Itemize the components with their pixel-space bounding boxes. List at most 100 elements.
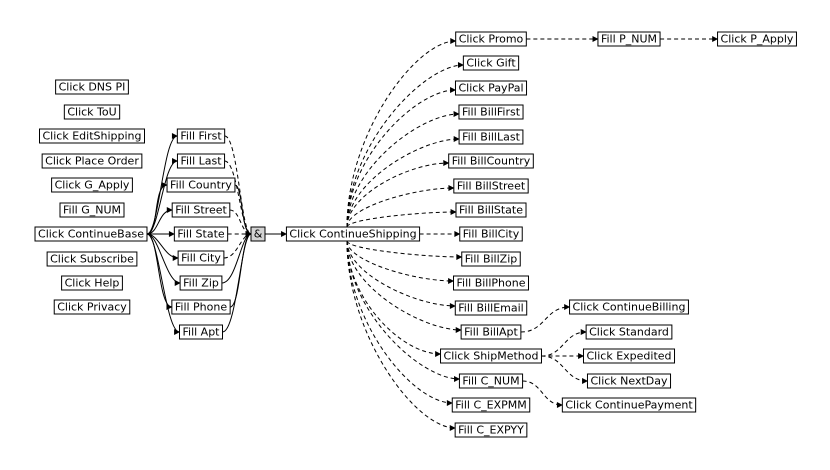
node-box [39, 128, 145, 144]
edge-path [346, 240, 456, 309]
edge-first-to-join [224, 135, 252, 237]
node-label: Fill Country [170, 179, 232, 192]
node-label: Fill BillEmail [458, 302, 523, 315]
node-box [177, 250, 225, 266]
node-cNum: Fill C_NUM [458, 373, 524, 389]
node-label: Fill State [177, 228, 225, 241]
node-label: Click ContinueBilling [573, 301, 686, 314]
edge-path [346, 111, 460, 228]
node-label: Click Expedited [586, 350, 671, 363]
node-label: Click P_Apply [721, 33, 794, 46]
edge-path [520, 304, 571, 333]
edge-cNum-to-contPayment [522, 380, 563, 408]
node-contShip: Click ContinueShipping [285, 226, 421, 242]
node-box [459, 226, 523, 242]
edge-contBase-to-country [146, 182, 168, 235]
edge-path [346, 209, 457, 228]
node-standard: Click Standard [585, 324, 673, 340]
edge-path [346, 38, 457, 228]
edge-path [346, 160, 450, 228]
node-privacy: Click Privacy [53, 299, 131, 315]
node-box [176, 128, 226, 144]
node-street: Fill Street [171, 202, 231, 218]
node-box [34, 226, 148, 242]
edge-billApt-to-contBilling [520, 304, 571, 333]
edge-path [522, 380, 563, 408]
edge-contShip-to-paypal [346, 87, 457, 228]
node-box [454, 300, 528, 316]
node-box [561, 397, 697, 413]
edge-contBase-to-street [146, 207, 173, 235]
node-dns: Click DNS PI [55, 79, 129, 95]
node-first: Fill First [176, 128, 226, 144]
node-contPayment: Click ContinuePayment [561, 397, 697, 413]
node-last: Fill Last [176, 153, 226, 169]
edge-contShip-to-billLast [346, 136, 460, 228]
node-label: Click PayPal [458, 82, 523, 95]
node-box [178, 324, 224, 340]
node-billState: Fill BillState [455, 202, 527, 218]
node-placeOrder: Click Place Order [41, 153, 143, 169]
node-box [285, 226, 421, 242]
node-label: Click ShipMethod [444, 350, 539, 363]
node-label: Fill P_NUM [601, 33, 657, 46]
edge-path [222, 231, 252, 333]
node-zip: Fill Zip [179, 275, 223, 291]
node-nextDay: Click NextDay [586, 373, 672, 389]
edge-path [346, 240, 455, 284]
edge-contShip-to-billFirst [346, 111, 460, 228]
node-box [59, 202, 125, 218]
node-box [176, 153, 226, 169]
node-expedited: Click Expedited [582, 348, 676, 364]
edge-last-to-join [224, 160, 252, 237]
node-box [171, 299, 231, 315]
edge-path [346, 240, 453, 406]
edge-path [346, 62, 464, 228]
edge-contShip-to-shipMethod [346, 240, 442, 357]
node-gApply: Click G_Apply [51, 177, 133, 193]
node-phone: Fill Phone [171, 299, 231, 315]
node-label: Click ContinueBase [38, 228, 144, 241]
edge-path [346, 185, 455, 228]
node-label: Fill Last [180, 155, 222, 168]
node-box [451, 397, 531, 413]
node-box [454, 422, 528, 438]
node-label: Fill BillPhone [457, 277, 526, 290]
edge-path [541, 329, 587, 357]
node-cExpmm: Fill C_EXPMM [451, 397, 531, 413]
node-contBilling: Click ContinueBilling [569, 299, 689, 315]
node-box [41, 153, 143, 169]
edge-path [346, 240, 463, 260]
edge-path [346, 240, 442, 357]
node-box [171, 202, 231, 218]
edge-path [541, 355, 589, 384]
node-billZip: Fill BillZip [461, 251, 521, 267]
node-label: Click ToU [67, 106, 116, 119]
node-box [61, 275, 123, 291]
edge-path [346, 87, 457, 228]
edge-contBase-to-apt [146, 233, 181, 335]
node-label: Fill BillFirst [462, 106, 521, 119]
edge-path [346, 136, 460, 228]
edge-path [146, 207, 173, 235]
node-box [585, 324, 673, 340]
node-billCountry: Fill BillCountry [448, 153, 534, 169]
node-box [53, 299, 131, 315]
node-box [582, 348, 676, 364]
node-box [46, 251, 138, 267]
node-promo: Click Promo [455, 31, 527, 47]
node-label: Click Standard [589, 326, 669, 339]
edge-contShip-to-billCountry [346, 160, 450, 228]
edge-contShip-to-billPhone [346, 240, 455, 284]
node-billStreet: Fill BillStreet [453, 178, 529, 194]
node-label: Click Help [65, 277, 120, 290]
node-label: Fill BillZip [465, 253, 517, 266]
node-label: Fill First [180, 130, 222, 143]
edge-contShip-to-cExpyy [346, 240, 456, 431]
edges-layer [146, 36, 719, 431]
node-editShip: Click EditShipping [39, 128, 145, 144]
edge-contShip-to-billStreet [346, 185, 455, 228]
node-box [173, 226, 229, 242]
node-label: Click Place Order [45, 155, 139, 168]
